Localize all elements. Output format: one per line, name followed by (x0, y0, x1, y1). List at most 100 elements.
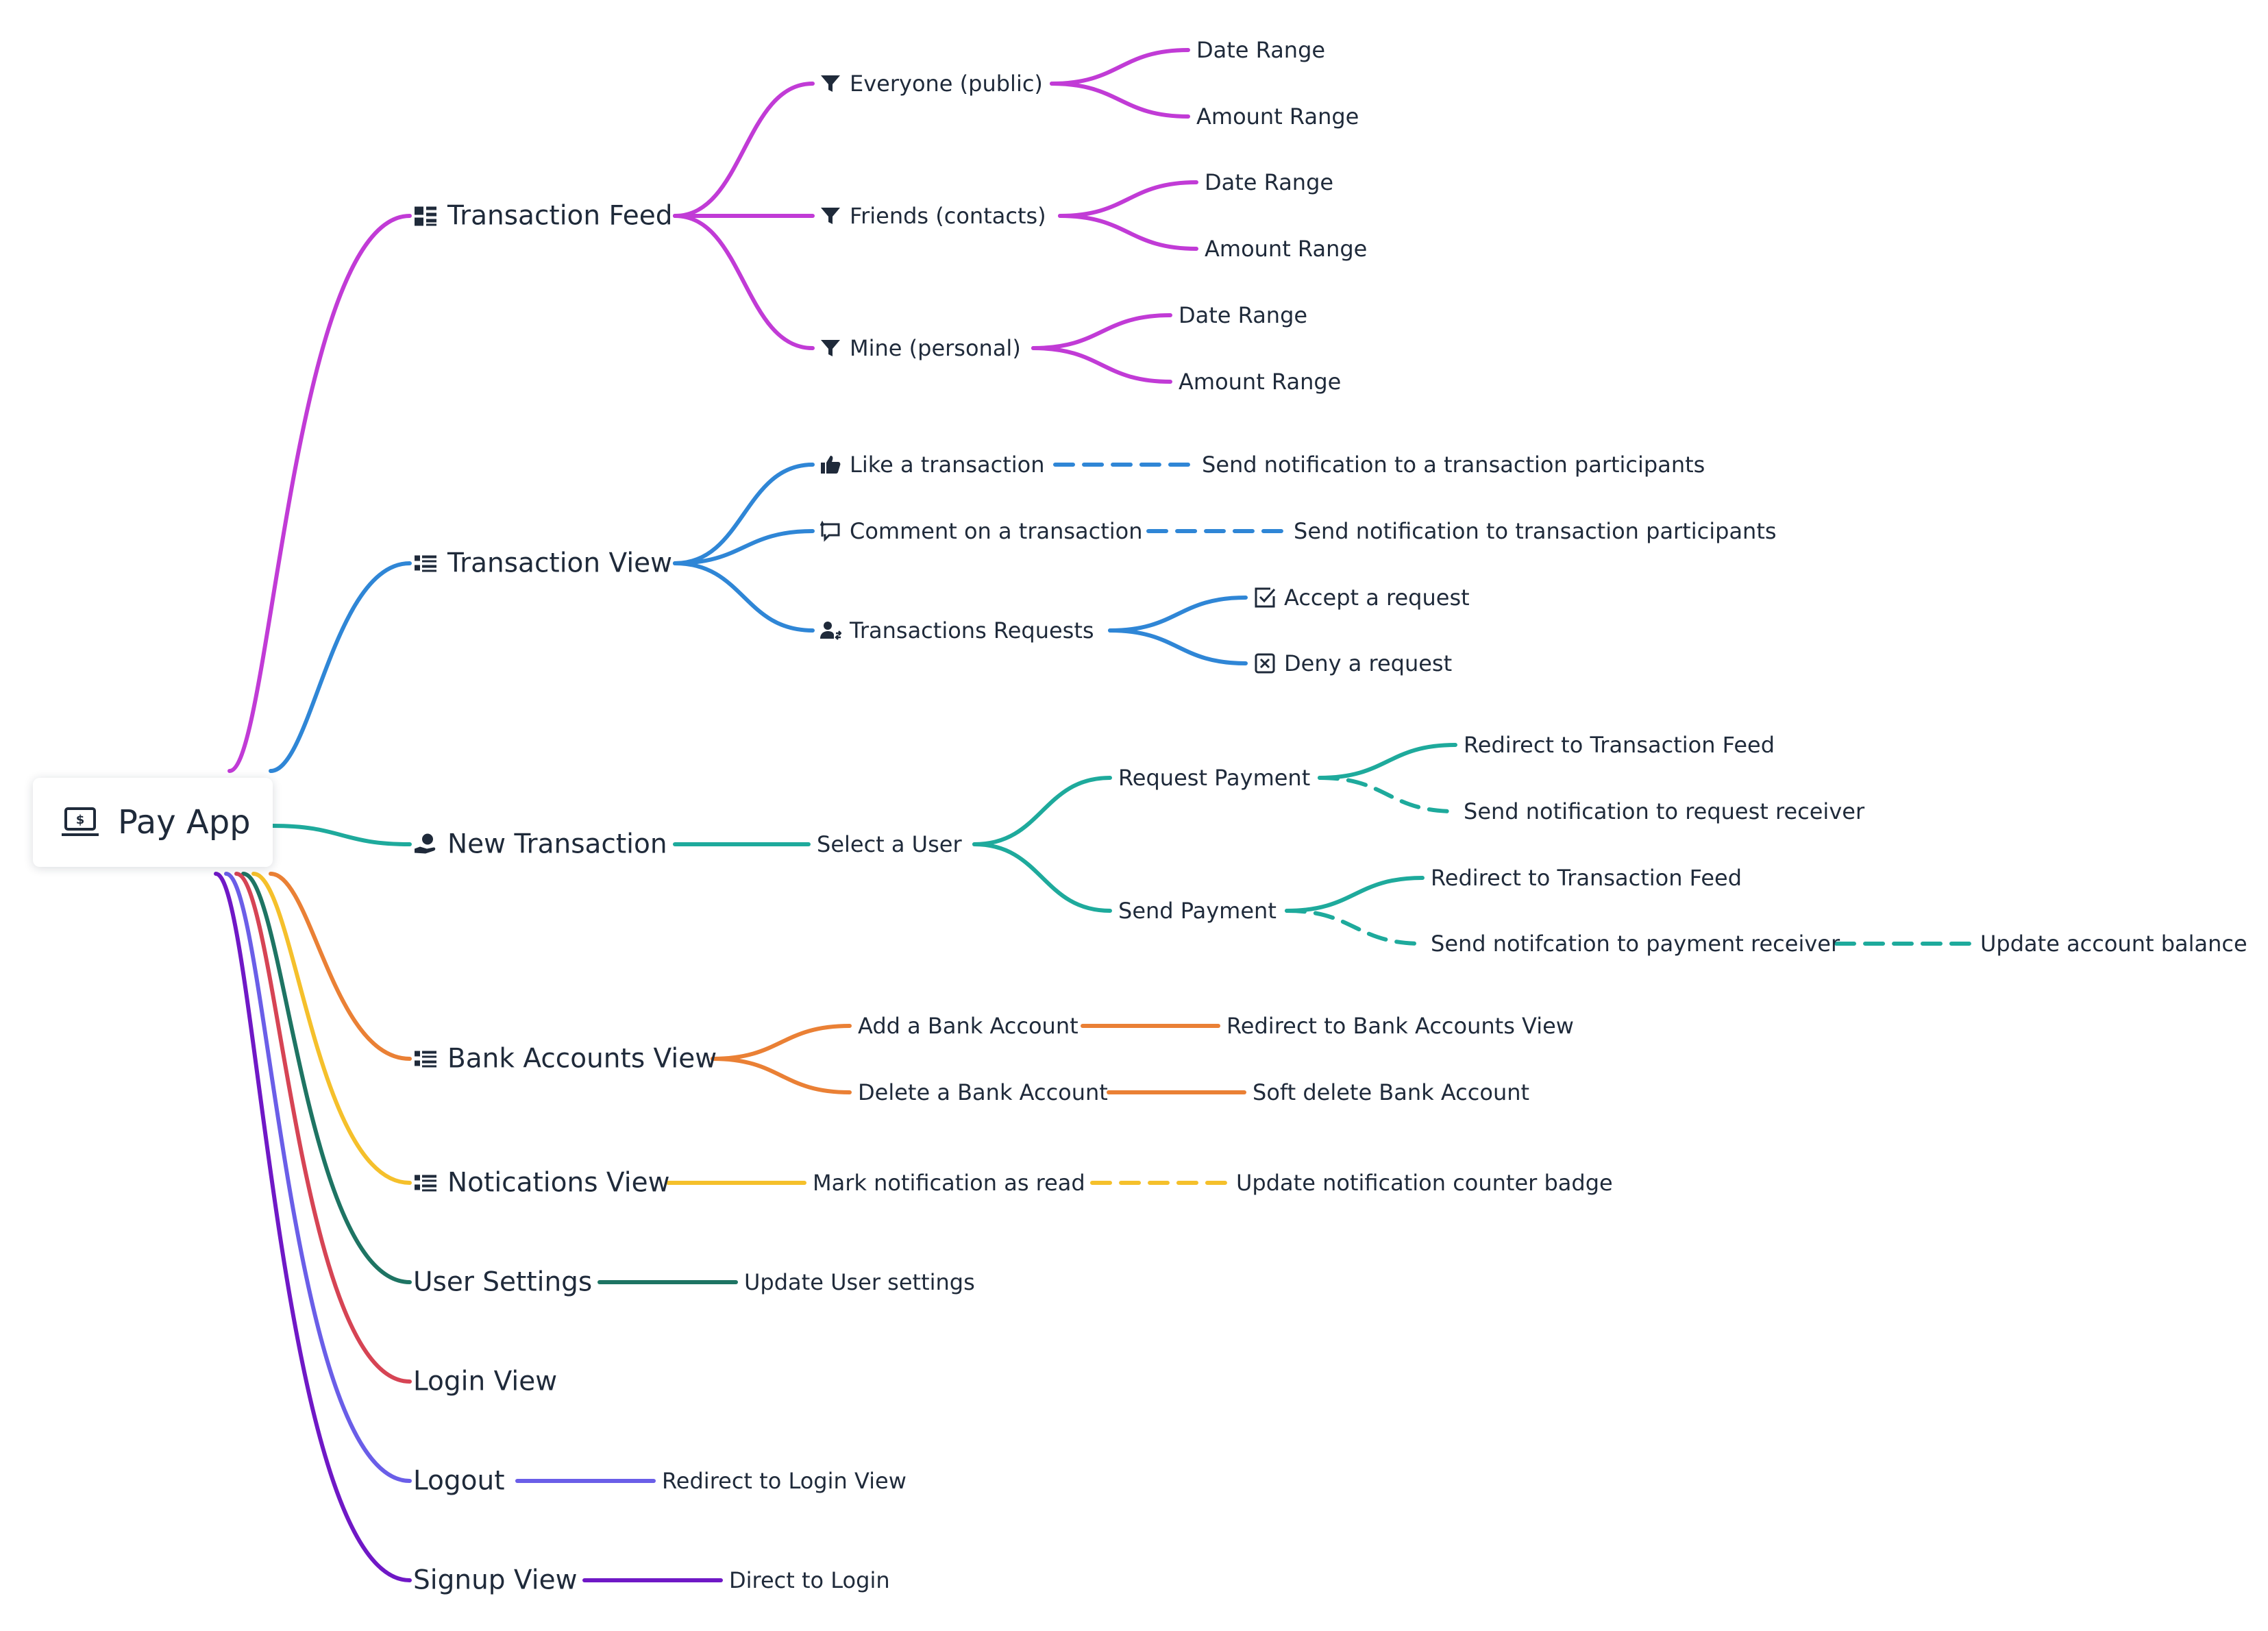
connector-feed (227, 214, 412, 773)
node-notications-view[interactable]: Notications View (413, 1168, 669, 1199)
connector (1058, 214, 1198, 251)
node-amount-range[interactable]: Amount Range (1196, 103, 1359, 130)
node-update-account-balance[interactable]: Update account balance (1980, 931, 2247, 957)
connector-bank (269, 872, 412, 1061)
node-bank-accounts-view[interactable]: Bank Accounts View (413, 1044, 717, 1075)
connector (673, 529, 815, 565)
node-label: Bank Accounts View (447, 1043, 717, 1075)
filter-icon (819, 337, 841, 359)
node-date-range[interactable]: Date Range (1205, 169, 1333, 195)
node-deny-a-request[interactable]: Deny a request (1254, 650, 1452, 676)
connector (711, 1024, 852, 1061)
node-label: Soft delete Bank Account (1253, 1079, 1530, 1105)
node-update-notification-counter-badge[interactable]: Update notification counter badge (1236, 1170, 1613, 1196)
node-label: Redirect to Login View (662, 1468, 907, 1494)
node-send-notification-participants[interactable]: Send notification to transaction partici… (1294, 518, 1777, 544)
node-select-a-user[interactable]: Select a User (817, 831, 962, 857)
node-redirect-to-transaction-feed[interactable]: Redirect to Transaction Feed (1464, 732, 1775, 758)
node-label: Select a User (817, 831, 962, 857)
node-transactions-requests[interactable]: Transactions Requests (819, 617, 1094, 643)
node-label: Redirect to Transaction Feed (1464, 732, 1775, 758)
connector (1031, 346, 1172, 384)
node-accept-a-request[interactable]: Accept a request (1254, 585, 1470, 611)
node-label: Date Range (1205, 169, 1334, 195)
node-date-range[interactable]: Date Range (1179, 302, 1307, 328)
node-mark-notification-as-read[interactable]: Mark notification as read (813, 1170, 1085, 1196)
node-transaction-view[interactable]: Transaction View (413, 548, 672, 579)
node-everyone-public[interactable]: Everyone (public) (819, 71, 1043, 97)
node-label: Update notification counter badge (1236, 1170, 1613, 1196)
comment-icon (819, 520, 841, 542)
connector-signup (214, 872, 412, 1582)
node-signup-view[interactable]: Signup View (413, 1565, 577, 1596)
node-request-payment[interactable]: Request Payment (1118, 765, 1310, 791)
connector (1031, 313, 1172, 350)
node-label: Notications View (447, 1167, 670, 1199)
node-label: Comment on a transaction (850, 518, 1143, 544)
connector (673, 214, 815, 350)
node-update-user-settings[interactable]: Update User settings (744, 1269, 975, 1295)
node-label: Redirect to Transaction Feed (1431, 865, 1742, 891)
node-send-payment[interactable]: Send Payment (1118, 898, 1277, 924)
node-send-notification-participants[interactable]: Send notification to a transaction parti… (1202, 452, 1705, 478)
node-label: Signup View (413, 1565, 578, 1596)
node-amount-range[interactable]: Amount Range (1179, 369, 1341, 395)
node-soft-delete-bank-account[interactable]: Soft delete Bank Account (1253, 1079, 1529, 1105)
node-direct-to-login[interactable]: Direct to Login (729, 1567, 890, 1593)
connector (972, 842, 1112, 913)
connector (673, 561, 815, 633)
node-label: Deny a request (1284, 650, 1453, 676)
connector-new (271, 824, 412, 846)
node-label: Send notification to a transaction parti… (1202, 452, 1705, 478)
node-label: Friends (contacts) (850, 203, 1046, 229)
node-label: Mark notification as read (813, 1170, 1085, 1196)
node-redirect-to-transaction-feed[interactable]: Redirect to Transaction Feed (1431, 865, 1742, 891)
node-send-notifcation-payment-receiver[interactable]: Send notifcation to payment receiver (1431, 931, 1840, 957)
connector-logout (224, 872, 412, 1483)
root-node[interactable]: $ Pay App (33, 778, 273, 867)
node-transaction-feed[interactable]: Transaction Feed (413, 201, 673, 232)
node-send-notification-request-receiver[interactable]: Send notification to request receiver (1464, 798, 1864, 824)
node-like-a-transaction[interactable]: Like a transaction (819, 452, 1045, 478)
node-delete-a-bank-account[interactable]: Delete a Bank Account (858, 1079, 1108, 1105)
node-redirect-to-login-view[interactable]: Redirect to Login View (662, 1468, 907, 1494)
node-logout[interactable]: Logout (413, 1466, 505, 1497)
node-label: Send notifcation to payment receiver (1431, 931, 1840, 957)
node-label: Like a transaction (850, 452, 1045, 478)
node-mine-personal[interactable]: Mine (personal) (819, 335, 1021, 361)
node-login-view[interactable]: Login View (413, 1366, 557, 1397)
node-label: Add a Bank Account (858, 1013, 1078, 1039)
node-date-range[interactable]: Date Range (1196, 37, 1325, 63)
node-label: Mine (personal) (850, 335, 1021, 361)
node-user-settings[interactable]: User Settings (413, 1267, 592, 1298)
node-label: Send notification to transaction partici… (1294, 518, 1777, 544)
node-label: Direct to Login (729, 1567, 890, 1593)
node-amount-range[interactable]: Amount Range (1205, 236, 1367, 262)
node-friends-contacts[interactable]: Friends (contacts) (819, 203, 1046, 229)
connector (1318, 743, 1457, 780)
svg-text:$: $ (76, 813, 85, 827)
user-request-icon (819, 620, 841, 641)
node-redirect-to-bank-accounts-view[interactable]: Redirect to Bank Accounts View (1227, 1013, 1574, 1039)
list-icon (413, 551, 438, 576)
node-new-transaction[interactable]: New Transaction (413, 829, 667, 860)
thumbs-up-icon (819, 454, 841, 476)
node-label: Logout (413, 1465, 505, 1497)
node-label: Transaction View (447, 548, 673, 579)
check-square-icon (1254, 587, 1276, 609)
connector (1058, 180, 1198, 218)
node-label: Update User settings (744, 1269, 975, 1295)
node-label: Transactions Requests (850, 617, 1094, 643)
node-add-a-bank-account[interactable]: Add a Bank Account (858, 1013, 1078, 1039)
connector (1108, 628, 1248, 665)
connector (673, 463, 815, 565)
node-comment-on-a-transaction[interactable]: Comment on a transaction (819, 518, 1143, 544)
node-label: Accept a request (1284, 585, 1470, 611)
laptop-dollar-icon: $ (60, 806, 100, 839)
node-label: Send Payment (1118, 898, 1277, 924)
connector (1285, 909, 1425, 946)
node-label: Redirect to Bank Accounts View (1227, 1013, 1574, 1039)
node-label: Request Payment (1118, 765, 1311, 791)
